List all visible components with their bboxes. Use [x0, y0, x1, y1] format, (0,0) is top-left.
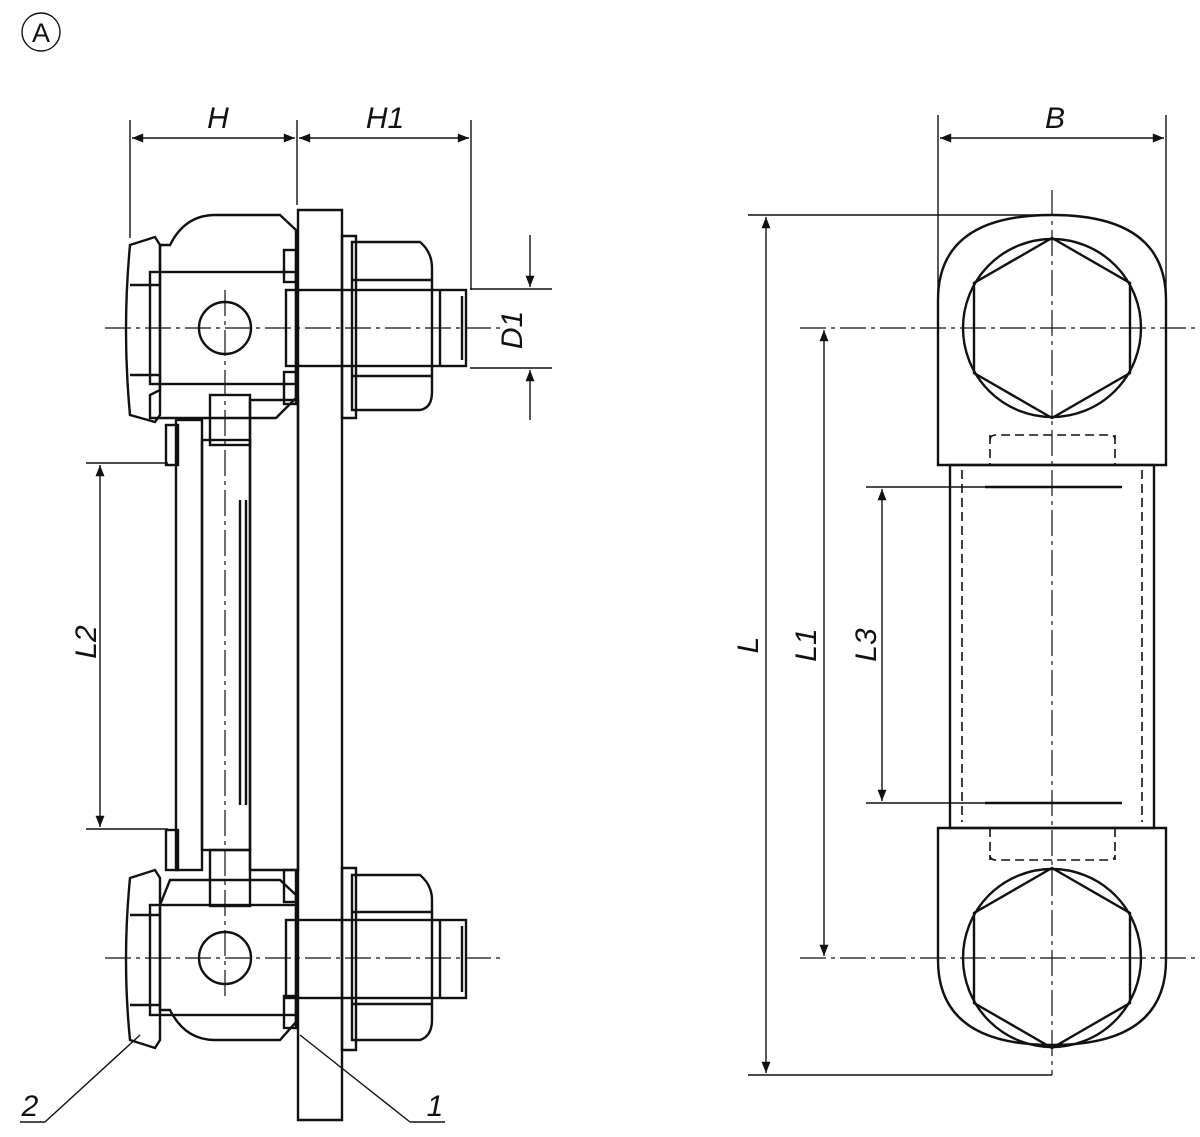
- dim-l1-label: L1: [790, 628, 823, 661]
- callout-1-label: 1: [427, 1090, 444, 1123]
- dim-b-label: B: [1045, 102, 1065, 135]
- view-marker: A: [21, 12, 61, 52]
- lower-housing: [124, 848, 468, 1052]
- section-view: H H1 D1 L2 2: [20, 102, 552, 1123]
- callout-2-label: 2: [21, 1090, 39, 1123]
- callout-2: 2: [20, 1034, 141, 1123]
- dim-l3-label: L3: [850, 628, 883, 662]
- dim-l: L: [732, 214, 1052, 1076]
- dim-l2: L2: [70, 462, 168, 830]
- dim-b: B: [937, 102, 1167, 300]
- dim-d1: D1: [470, 235, 552, 420]
- view-marker-letter: A: [32, 18, 50, 48]
- sight-glass: [164, 418, 252, 872]
- dim-h1: H1: [299, 102, 472, 290]
- dim-l2-label: L2: [70, 625, 103, 659]
- upper-housing: [124, 213, 468, 447]
- callout-1: 1: [299, 1034, 445, 1123]
- front-view: B L L1 L3: [732, 102, 1198, 1076]
- wall-plate: [296, 208, 344, 1122]
- dim-h1-label: H1: [366, 102, 404, 135]
- dim-l3: L3: [850, 486, 985, 804]
- dim-h-label: H: [207, 102, 229, 135]
- dim-l-label: L: [732, 637, 765, 654]
- dim-d1-label: D1: [496, 311, 529, 349]
- body-bar: [248, 398, 300, 872]
- dim-h: H: [129, 102, 298, 238]
- dim-l1: L1: [790, 330, 829, 956]
